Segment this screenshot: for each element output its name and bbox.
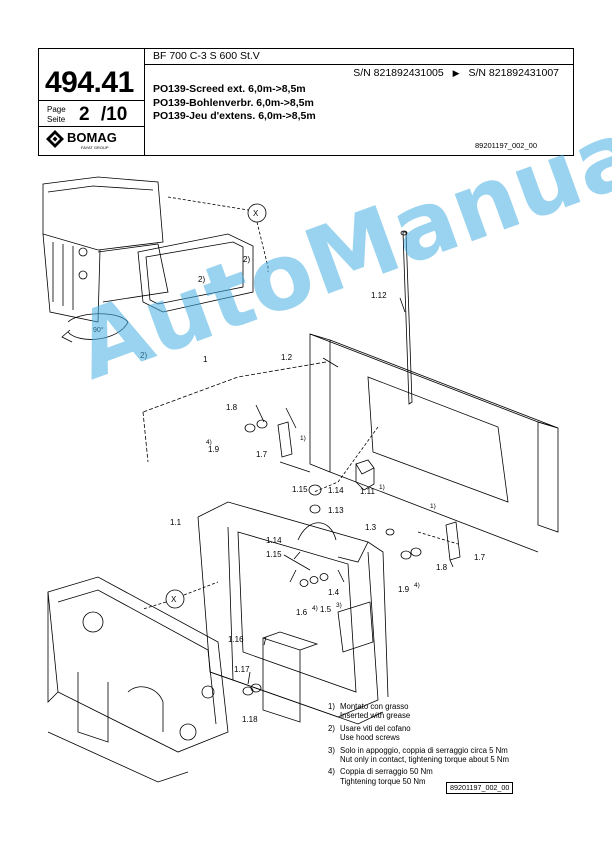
figure-ref: 89201197_002_00 [446, 782, 514, 794]
doc-number: 494.41 [45, 66, 134, 99]
page-label-en: Page [47, 105, 66, 114]
label-part: 1.15 [292, 485, 308, 494]
label-part: 1.1 [170, 518, 182, 527]
label-part: 1.15 [266, 550, 282, 559]
page-label-de: Seite [47, 115, 66, 124]
logo-mark-icon [46, 130, 64, 148]
arrow-right-icon: ▶ [452, 68, 460, 78]
footnote-text: Montato con grasso [340, 702, 409, 711]
title-en: PO139-Screed ext. 6,0m->8,5m [153, 83, 306, 95]
footnote-text: Usare viti del cofano [340, 723, 411, 733]
label-part: 1.12 [371, 291, 387, 300]
label-part: 1.13 [328, 506, 344, 515]
title-fr: PO139-Jeu d'extens. 6,0m->8,5m [153, 110, 316, 122]
label-note2: 2) [140, 351, 147, 360]
doc-ref: 89201197_002_00 [474, 141, 537, 150]
label-footnote: 4) [312, 605, 318, 612]
logo-text: BOMAG [67, 130, 117, 145]
label-part: 1.2 [281, 353, 293, 362]
label-part: 1.9 [398, 585, 410, 594]
label-part: 1.7 [256, 450, 268, 459]
footnote-item: 2) Usare viti del cofano Use hood screws [328, 724, 509, 743]
label-note2: 2) [243, 255, 250, 264]
divider [144, 64, 573, 65]
footnote-text: Tightening torque 50 Nm [340, 776, 426, 786]
footnote-text: Use hood screws [340, 733, 400, 743]
divider [39, 126, 144, 127]
divider [144, 49, 145, 155]
footnote-text: Solo in appoggio, coppia di serraggio ci… [340, 745, 508, 755]
footnote-number: 1) [328, 702, 335, 711]
label-part: 1.3 [365, 523, 377, 532]
label-footnote: 4) [206, 439, 212, 446]
title-de: PO139-Bohlenverbr. 6,0m->8,5m [153, 96, 314, 109]
footnote-number: 3) [328, 745, 335, 755]
page-total: /10 [100, 104, 128, 125]
label-x-top: X [253, 209, 259, 218]
label-part: 1.17 [234, 665, 250, 674]
header-block: 494.41 Page Seite 2 /10 BOMAG FAYAT GROU… [38, 48, 574, 156]
label-part: 1.6 [296, 608, 308, 617]
footnote-text: Inserted with grease [340, 711, 411, 721]
label-part: 1 [203, 355, 208, 364]
label-part: 1.14 [266, 536, 282, 545]
label-part: 1.4 [328, 588, 340, 597]
page-current: 2 [79, 104, 90, 125]
label-part: 1.11 [360, 487, 376, 496]
footnote-text: Nut only in contact, tightening torque a… [340, 755, 510, 765]
label-part: 1.7 [474, 553, 486, 562]
footnotes: 1) Montato con grasso Inserted with greas… [328, 702, 509, 789]
label-x-mid: X [171, 595, 177, 604]
footnote-text: Coppia di serraggio 50 Nm [340, 767, 433, 777]
title-block: PO139-Screed ext. 6,0m->8,5m PO139-Bohle… [153, 83, 316, 124]
label-part: 1.14 [328, 486, 344, 495]
label-footnote: 1) [300, 435, 306, 442]
label-footnote: 1) [379, 484, 385, 491]
label-part: 1.8 [226, 403, 238, 412]
serial-range: S/N 821892431005 ▶ S/N 821892431007 [353, 67, 559, 79]
serial-to: S/N 821892431007 [468, 67, 560, 79]
label-part: 1.8 [436, 563, 448, 572]
label-part: 1.9 [208, 445, 220, 454]
bomag-logo: BOMAG FAYAT GROUP [45, 129, 140, 153]
footnote-number: 4) [328, 767, 335, 777]
footnote-number: 2) [328, 723, 335, 733]
inset-detail [42, 176, 254, 343]
logo-subtext: FAYAT GROUP [81, 145, 109, 150]
label-rotation: 90° [93, 326, 104, 334]
footnote-item: 4) Coppia di serraggio 50 Nm Tightening t… [328, 767, 509, 786]
label-part: 1.16 [228, 635, 244, 644]
label-footnote: 4) [414, 582, 420, 589]
model-name: BF 700 C-3 S 600 St.V [153, 50, 260, 62]
footnote-item: 3) Solo in appoggio, coppia di serraggio … [328, 746, 509, 765]
label-footnote: 3) [336, 602, 342, 609]
exploded-view-diagram: X X 2) 2) 2) 90° 1 1.1 1.2 1.3 1.4 1.5 3… [42, 176, 559, 783]
label-part: 1.5 [320, 605, 332, 614]
page-number: 2 /10 [79, 104, 127, 126]
divider [39, 100, 144, 101]
label-part: 1.18 [242, 715, 258, 724]
lower-assembly [47, 576, 229, 783]
label-footnote: 1) [430, 503, 436, 510]
label-note2: 2) [198, 275, 205, 284]
footnote-item: 1) Montato con grasso Inserted with greas… [328, 702, 509, 721]
serial-from: S/N 821892431005 [353, 67, 444, 79]
